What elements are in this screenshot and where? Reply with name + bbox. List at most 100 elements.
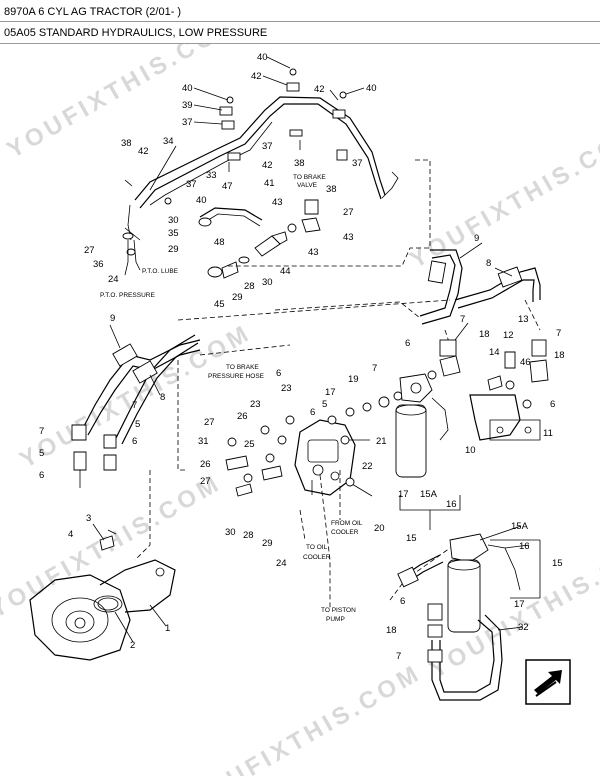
callout-number: 43 <box>308 247 319 258</box>
watermark: YOUFIXTHIS.COM <box>15 319 256 474</box>
callout-number: 6 <box>550 399 555 410</box>
callout-number: 40 <box>196 195 207 206</box>
callout-number: 37 <box>262 141 273 152</box>
callout-number: 29 <box>168 244 179 255</box>
callout-number: 12 <box>503 330 514 341</box>
callout-number: 38 <box>121 138 132 149</box>
label-to-piston-pump: PUMP <box>326 616 345 623</box>
callout-number: 37 <box>352 158 363 169</box>
callout-number: 7 <box>39 426 44 437</box>
callout-number: 15A <box>420 489 438 500</box>
label-pto-pressure: P.T.O. PRESSURE <box>100 292 155 299</box>
callout-number: 7 <box>556 328 561 339</box>
callout-number: 23 <box>281 383 292 394</box>
callout-number: 7 <box>396 651 401 662</box>
callout-number: 35 <box>168 228 179 239</box>
callout-number: 17 <box>514 599 525 610</box>
callout-number: 7 <box>460 314 465 325</box>
callout-number: 8 <box>160 392 165 403</box>
label-to-brake-valve: TO BRAKE <box>293 174 326 181</box>
callout-group-top: 40 42 42 40 40 39 37 37 38 42 34 37 42 3… <box>84 52 377 310</box>
label-to-oil-cooler: TO OIL <box>306 544 328 551</box>
callout-number: 42 <box>262 160 273 171</box>
callout-number: 6 <box>39 470 44 481</box>
callout-number: 16 <box>519 541 530 552</box>
callout-number: 16 <box>446 499 457 510</box>
callout-number: 17 <box>325 387 336 398</box>
callout-number: 27 <box>343 207 354 218</box>
callout-number: 4 <box>68 529 73 540</box>
callout-number: 40 <box>366 83 377 94</box>
page-header: 8970A 6 CYL AG TRACTOR (2/01- ) 05A05 ST… <box>0 0 600 46</box>
next-page-arrow-icon[interactable] <box>525 659 571 705</box>
callout-number: 18 <box>479 329 490 340</box>
hydraulics-parts-diagram: YOUFIXTHIS.COM YOUFIXTHIS.COM YOUFIXTHIS… <box>0 44 600 776</box>
callout-number: 32 <box>518 622 529 633</box>
callout-number: 19 <box>348 374 359 385</box>
callout-number: 33 <box>206 170 217 181</box>
callout-number: 7 <box>372 363 377 374</box>
oil-filter-assembly <box>395 370 461 530</box>
hydraulic-pump <box>29 529 176 661</box>
oil-cooler-filter-assembly <box>397 533 541 701</box>
callout-number: 6 <box>405 338 410 349</box>
callout-number: 27 <box>84 245 95 256</box>
callout-number: 27 <box>204 417 215 428</box>
callout-number: 27 <box>200 476 211 487</box>
callout-number: 42 <box>138 146 149 157</box>
callout-group-middle: 9 8 7 18 6 12 13 14 46 7 18 6 11 10 9 8 … <box>39 233 565 651</box>
callout-number: 39 <box>182 100 193 111</box>
callout-number: 6 <box>310 407 315 418</box>
callout-number: 37 <box>182 117 193 128</box>
callout-number: 5 <box>322 399 327 410</box>
callout-number: 18 <box>386 625 397 636</box>
callout-number: 38 <box>294 158 305 169</box>
control-valve-assembly <box>225 391 403 497</box>
callout-number: 18 <box>554 350 565 361</box>
callout-number: 24 <box>276 558 287 569</box>
label-to-piston-pump: TO PISTON <box>321 607 356 614</box>
callout-number: 26 <box>200 459 211 470</box>
label-to-brake-hose: TO BRAKE <box>226 364 259 371</box>
callout-number: 30 <box>262 277 273 288</box>
callout-number: 6 <box>276 368 281 379</box>
label-from-oil-cooler: FROM OIL <box>331 520 363 527</box>
callout-number: 5 <box>135 419 140 430</box>
watermark: YOUFIXTHIS.COM <box>185 659 426 776</box>
callout-number: 38 <box>326 184 337 195</box>
callout-number: 28 <box>244 281 255 292</box>
callout-number: 22 <box>362 461 373 472</box>
callout-number: 6 <box>400 596 405 607</box>
callout-number: 48 <box>214 237 225 248</box>
callout-number: 37 <box>186 179 197 190</box>
callout-number: 30 <box>168 215 179 226</box>
callout-number: 29 <box>232 292 243 303</box>
flow-labels: TO BRAKE VALVE P.T.O. LUBE P.T.O. PRESSU… <box>100 174 363 623</box>
callout-number: 20 <box>374 523 385 534</box>
callout-number: 7 <box>132 400 137 411</box>
callout-number: 3 <box>86 513 91 524</box>
callout-number: 47 <box>222 181 233 192</box>
callout-number: 44 <box>280 266 291 277</box>
callout-number: 31 <box>198 436 209 447</box>
callout-number: 17 <box>398 489 409 500</box>
callout-number: 30 <box>225 527 236 538</box>
brake-pto-tube-assembly <box>122 68 399 279</box>
callout-number: 42 <box>314 84 325 95</box>
callout-number: 40 <box>182 83 193 94</box>
callout-number: 5 <box>39 448 44 459</box>
callout-number: 24 <box>108 274 119 285</box>
header-divider <box>0 43 600 44</box>
callout-number: 45 <box>214 299 225 310</box>
callout-number: 41 <box>264 178 275 189</box>
callout-number: 9 <box>110 313 115 324</box>
callout-number: 9 <box>474 233 479 244</box>
callout-number: 8 <box>486 258 491 269</box>
callout-number: 26 <box>237 411 248 422</box>
section-title: 05A05 STANDARD HYDRAULICS, LOW PRESSURE <box>4 27 268 39</box>
callout-number: 11 <box>543 428 553 439</box>
callout-number: 13 <box>518 314 529 325</box>
left-hose-assembly <box>71 334 201 488</box>
label-to-brake-valve: VALVE <box>297 182 318 189</box>
callout-number: 23 <box>250 399 261 410</box>
